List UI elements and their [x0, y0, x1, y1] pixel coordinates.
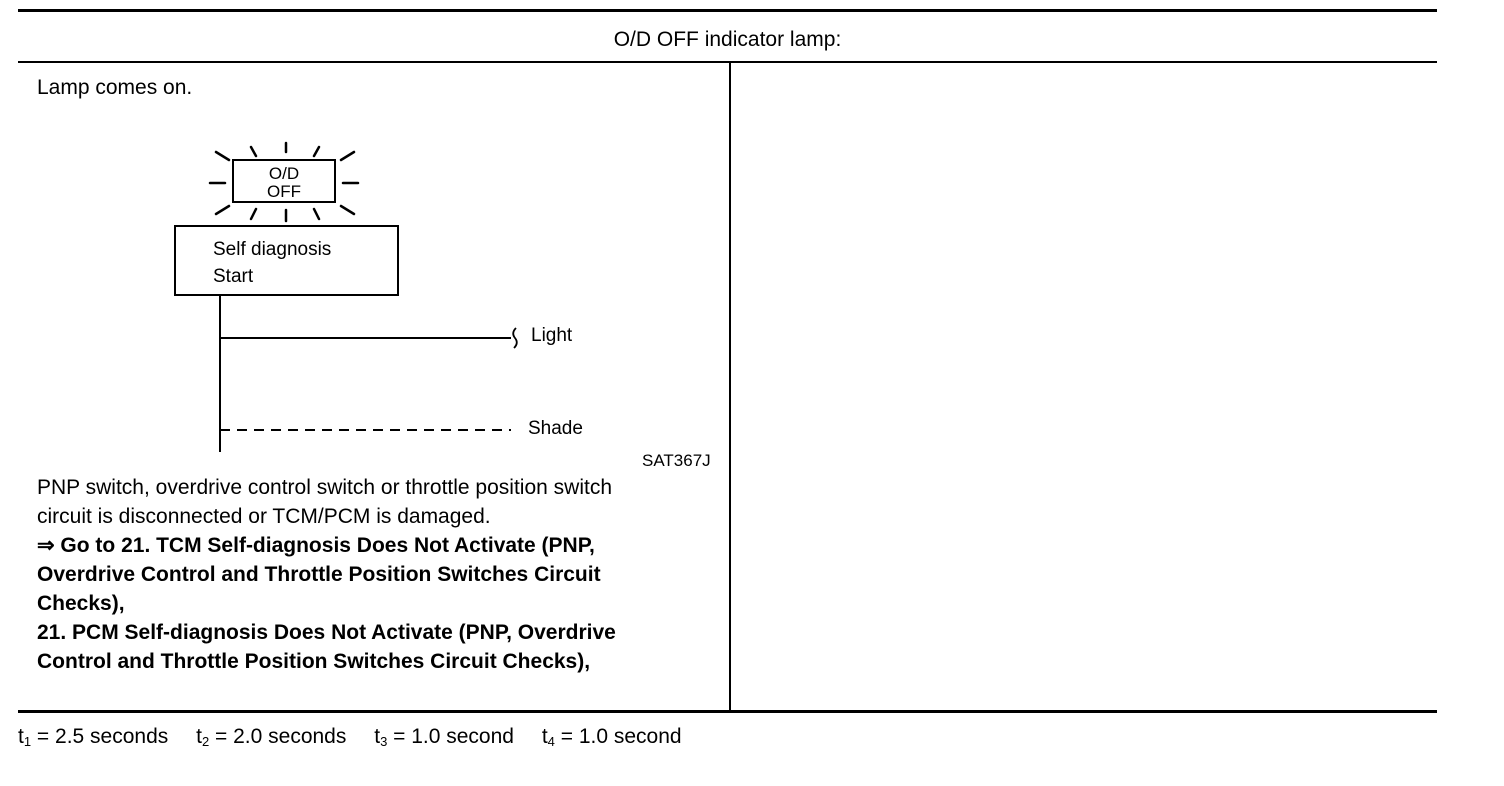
t1-symbol: t	[18, 725, 24, 748]
table-bottom-rule	[18, 710, 1437, 713]
t1-subscript: 1	[23, 734, 32, 749]
lamp-label-line2: OFF	[267, 182, 301, 201]
action-paragraph: ⇒ Go to 21. TCM Self-diagnosis Does Not …	[37, 531, 616, 676]
lamp-status-text: Lamp comes on.	[37, 76, 193, 99]
timing-t3: t3 = 1.0 second	[374, 723, 514, 756]
t3-symbol: t	[374, 725, 381, 748]
column-divider	[729, 62, 731, 712]
lamp-timing-diagram	[208, 141, 518, 452]
box-line2: Start	[213, 266, 254, 287]
cause-paragraph: PNP switch, overdrive control switch or …	[37, 473, 612, 531]
t2-value: = 2.0 seconds	[209, 725, 347, 748]
timing-t1: t1 = 2.5 seconds	[18, 723, 168, 756]
table-header-rule	[18, 61, 1437, 63]
action-line-4: 21. PCM Self-diagnosis Does Not Activate…	[37, 621, 616, 644]
timing-t2: t2 = 2.0 seconds	[196, 723, 346, 756]
shade-label: Shade	[528, 418, 583, 439]
timing-t4: t4 = 1.0 second	[542, 723, 682, 756]
light-break-mark	[512, 327, 518, 349]
t3-value: = 1.0 second	[387, 725, 514, 748]
self-diagnosis-start-box: Self diagnosis Start	[174, 225, 399, 296]
light-label: Light	[531, 325, 573, 346]
timing-legend: t1 = 2.5 seconds t2 = 2.0 seconds t3 = 1…	[18, 723, 704, 756]
table-header-title: O/D OFF indicator lamp:	[613, 28, 842, 51]
t1-value: = 2.5 seconds	[31, 725, 169, 748]
t4-value: = 1.0 second	[554, 725, 682, 748]
od-off-lamp: O/D OFF	[232, 159, 336, 203]
t2-subscript: 2	[201, 734, 210, 749]
figure-reference-code: SAT367J	[642, 451, 711, 470]
t4-symbol: t	[541, 725, 548, 748]
box-line1: Self diagnosis	[213, 239, 332, 260]
cause-line-1: PNP switch, overdrive control switch or …	[37, 476, 612, 499]
t4-subscript: 4	[547, 734, 555, 749]
lamp-label-line1: O/D	[268, 164, 300, 183]
t2-symbol: t	[196, 725, 202, 748]
lamp-glow-rays	[208, 141, 360, 223]
t3-subscript: 3	[380, 734, 388, 749]
action-line-2: Overdrive Control and Throttle Position …	[37, 563, 601, 586]
action-line-3: Checks),	[37, 592, 125, 615]
action-line-5: Control and Throttle Position Switches C…	[37, 650, 591, 673]
cause-line-2: circuit is disconnected or TCM/PCM is da…	[37, 505, 491, 528]
action-line-1: ⇒ Go to 21. TCM Self-diagnosis Does Not …	[37, 534, 595, 557]
table-top-rule	[18, 9, 1437, 12]
